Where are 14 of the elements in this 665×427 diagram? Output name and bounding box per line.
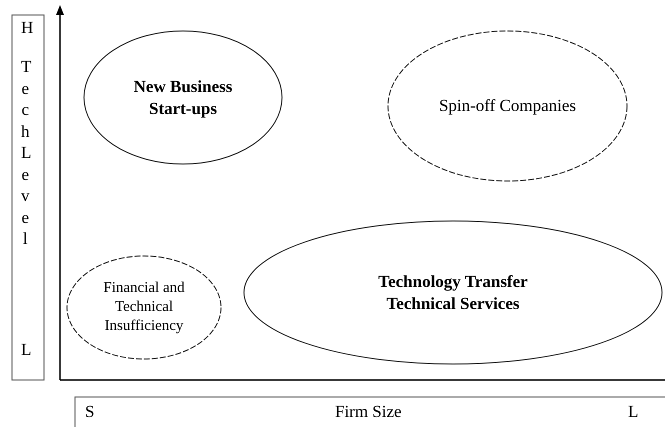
axis-label: H	[21, 18, 34, 38]
axis-label: L	[21, 340, 32, 360]
region-label: New Business Start-ups	[132, 76, 234, 119]
ellipse-region	[66, 255, 222, 360]
ellipse-region	[243, 220, 663, 365]
region-label: Technology Transfer Technical Services	[377, 271, 529, 314]
axis-label: L	[628, 402, 638, 422]
axis-title: Firm Size	[335, 402, 402, 422]
axis-label: Tech Level	[21, 56, 30, 250]
ellipse-region	[83, 30, 283, 165]
region-label: Spin-off Companies	[438, 95, 578, 117]
axis-label: S	[85, 402, 94, 422]
ellipse-region	[387, 30, 628, 182]
region-label: Financial and Technical Insufficiency	[102, 279, 186, 336]
